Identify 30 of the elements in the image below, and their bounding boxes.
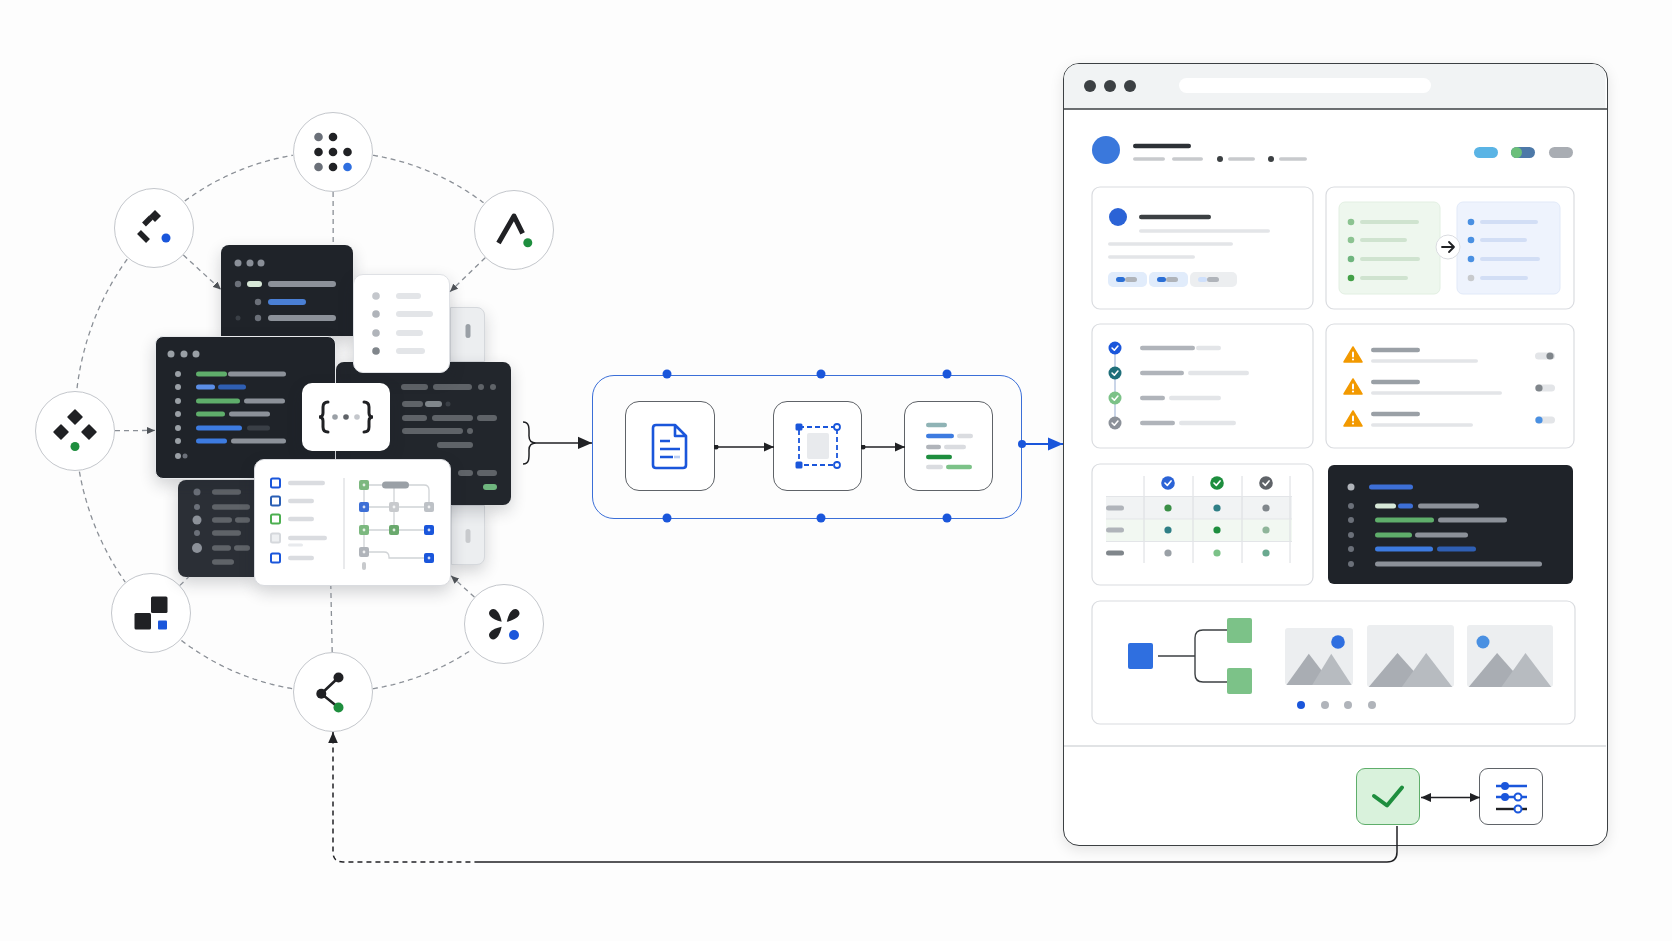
arrow	[1018, 437, 1064, 451]
dashed-arrow	[450, 575, 476, 598]
code-window	[178, 480, 254, 577]
diagram-card	[254, 459, 451, 586]
dashed-connector-line	[78, 470, 126, 583]
step-box	[773, 401, 863, 492]
dashed-connector-line	[76, 258, 128, 391]
settings-tile	[1479, 768, 1544, 826]
dashed-connector-line	[330, 585, 333, 653]
step-box	[625, 401, 716, 492]
feedback-arrow	[328, 731, 1398, 863]
dashed-arrow	[449, 257, 486, 293]
confirm-tile	[1356, 768, 1421, 826]
dashed-arrow	[182, 254, 222, 291]
browser-window	[1063, 63, 1608, 846]
double-arrow	[1420, 793, 1481, 802]
side-panel	[451, 505, 485, 565]
list-card	[353, 274, 450, 373]
dashed-connector-line	[184, 154, 294, 202]
code-card	[302, 383, 390, 451]
dashed-connector-line	[179, 576, 190, 587]
dashed-arrow	[114, 426, 156, 434]
arrow	[713, 442, 775, 452]
dashed-connector-line	[180, 639, 294, 690]
dashed-connector-line	[372, 154, 485, 204]
side-panel	[450, 307, 485, 362]
code-window	[221, 245, 353, 336]
step-box	[904, 401, 994, 492]
bracket-arrow	[522, 421, 593, 465]
arrow	[860, 442, 906, 452]
